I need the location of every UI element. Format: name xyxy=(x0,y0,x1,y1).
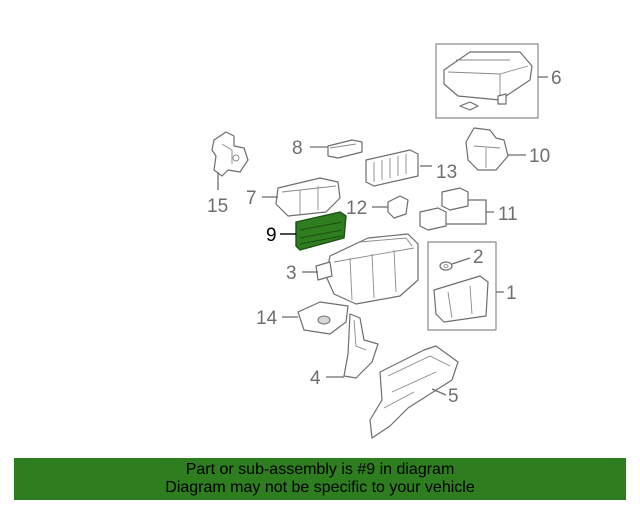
callout-12: 12 xyxy=(346,198,367,219)
callout-8: 8 xyxy=(292,138,303,159)
part-12-plug[interactable] xyxy=(387,195,409,219)
callout-15: 15 xyxy=(207,196,228,217)
part-11-relays[interactable] xyxy=(419,187,469,231)
callout-4: 4 xyxy=(310,368,321,389)
callout-5: 5 xyxy=(448,386,459,407)
part-4-stay[interactable] xyxy=(343,313,379,379)
part-5-lower-cover[interactable] xyxy=(369,345,459,439)
part-1-assembly-frame[interactable] xyxy=(427,241,497,331)
callout-7: 7 xyxy=(246,188,257,209)
callout-1: 1 xyxy=(506,283,517,304)
part-7-fuse-holder[interactable] xyxy=(275,177,341,217)
callout-2: 2 xyxy=(473,247,484,268)
part-13-block[interactable] xyxy=(365,149,419,187)
callout-9: 9 xyxy=(266,225,277,246)
part-8-clip[interactable] xyxy=(327,139,363,159)
callout-13: 13 xyxy=(436,162,457,183)
footer-line-1: Part or sub-assembly is #9 in diagram xyxy=(185,461,455,478)
footer-banner: Part or sub-assembly is #9 in diagram Di… xyxy=(14,458,626,500)
part-3-fuse-box[interactable] xyxy=(315,233,419,305)
callout-10: 10 xyxy=(529,146,550,167)
part-6-fuse-cover[interactable] xyxy=(435,43,539,119)
part-2-nut[interactable] xyxy=(439,261,453,271)
callout-14: 14 xyxy=(256,308,278,329)
callout-11: 11 xyxy=(498,204,518,225)
part-9-highlighted[interactable] xyxy=(295,211,347,251)
part-14-mount[interactable] xyxy=(297,301,349,335)
callout-3: 3 xyxy=(286,263,297,284)
part-15-bracket[interactable] xyxy=(211,131,249,177)
part-10-connector[interactable] xyxy=(465,127,509,171)
callout-6: 6 xyxy=(551,68,562,89)
footer-line-2: Diagram may not be specific to your vehi… xyxy=(165,479,475,496)
